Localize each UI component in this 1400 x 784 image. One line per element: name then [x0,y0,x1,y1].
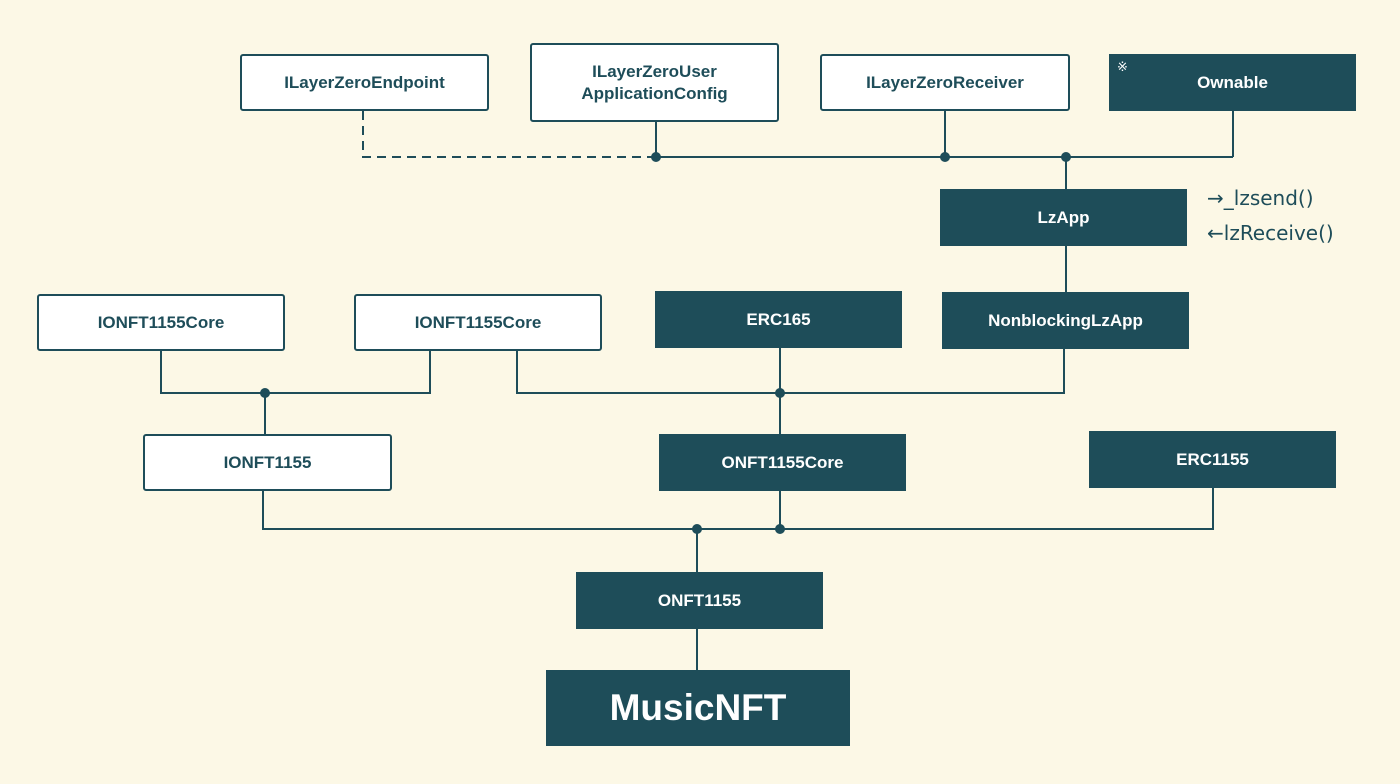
junction-dot [1061,152,1071,162]
node-ownable-label: Ownable [1197,72,1268,92]
node-ilayerzero-user-application-config: ILayerZeroUser ApplicationConfig [530,43,779,122]
node-ilayerzero-receiver: ILayerZeroReceiver [820,54,1070,111]
ionft1155core-bus [160,351,431,394]
node-ilayerzero-endpoint: ILayerZeroEndpoint [240,54,489,111]
node-ionft1155: IONFT1155 [143,434,392,491]
note-lzsend: →_lzsend() [1207,186,1314,210]
junction-dot [260,388,270,398]
asterisk-marker: ※ [1117,59,1128,74]
node-musicnft: MusicNFT [546,670,850,746]
node-ionft1155core-right: IONFT1155Core [354,294,602,351]
node-erc165: ERC165 [655,291,902,348]
node-lzapp: LzApp [940,189,1187,246]
junction-dot [775,388,785,398]
node-ionft1155core-left: IONFT1155Core [37,294,285,351]
endpoint-dashed-link [362,111,656,158]
junction-dot [940,152,950,162]
junction-dot [651,152,661,162]
node-nonblocking-lzapp: NonblockingLzApp [942,292,1189,349]
node-onft1155core: ONFT1155Core [659,434,906,491]
onft1155core-bus [516,349,1065,394]
junction-dot [692,524,702,534]
note-lzreceive: ←lzReceive() [1207,221,1334,245]
node-ownable: ※ Ownable [1109,54,1356,111]
node-erc1155: ERC1155 [1089,431,1336,488]
junction-dot [775,524,785,534]
bottom-bus [262,488,1214,530]
node-onft1155: ONFT1155 [576,572,823,629]
